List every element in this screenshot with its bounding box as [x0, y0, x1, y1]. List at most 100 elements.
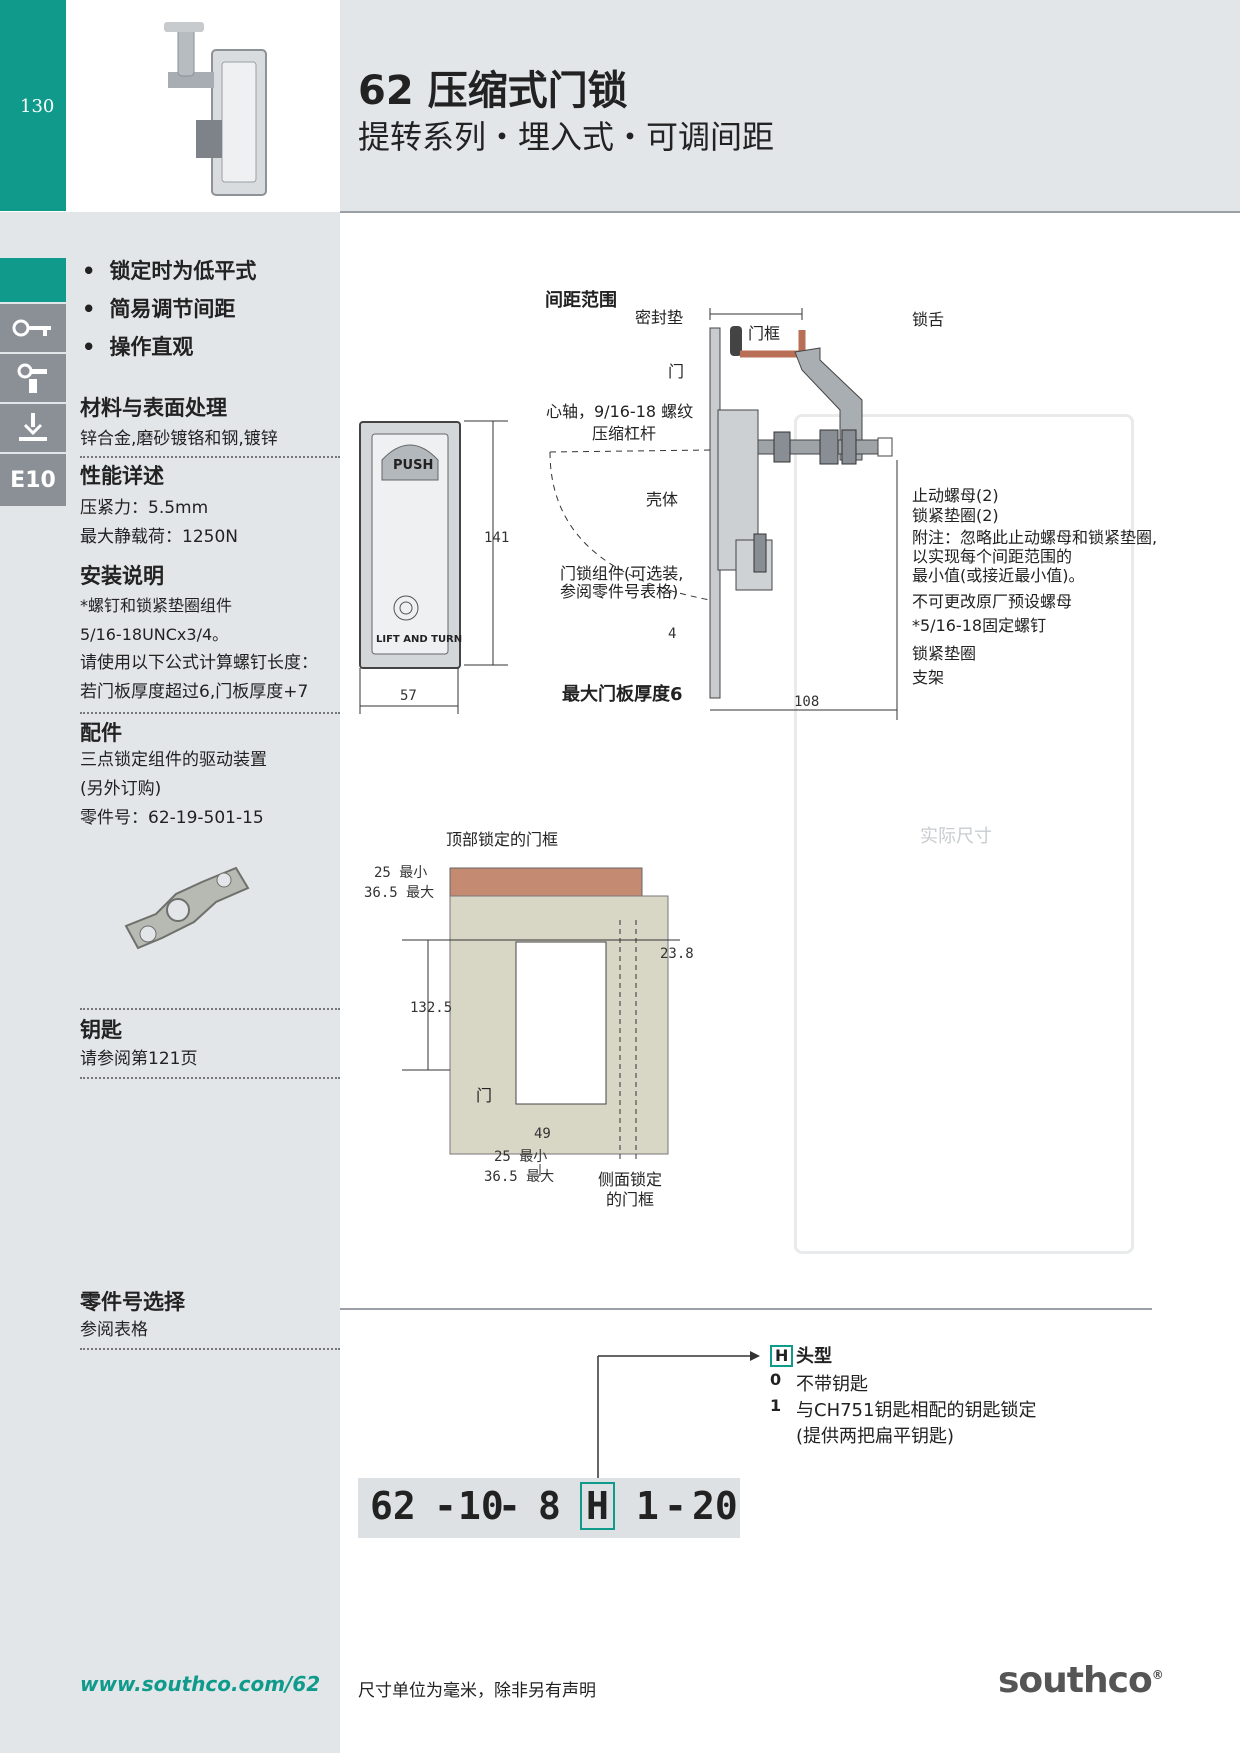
- option-text: 不带钥匙: [796, 1374, 868, 1395]
- section-rule: [340, 1308, 1152, 1310]
- accessory-heading: 配件: [80, 721, 122, 745]
- section-tabs: E10: [0, 304, 66, 508]
- feature-list: 锁定时为低平式 简易调节间距 操作直观: [82, 252, 256, 366]
- pn-separator: -: [434, 1484, 457, 1528]
- dim-4: 4: [668, 626, 677, 642]
- divider: [80, 456, 340, 458]
- divider: [80, 1077, 340, 1079]
- shaft-label: 心轴，9/16-18 螺纹: [546, 402, 694, 421]
- southco-logo: southco®: [998, 1660, 1164, 1701]
- key-icon: [0, 304, 66, 354]
- accessory-line: (另外订购): [80, 779, 162, 799]
- divider: [80, 1008, 340, 1010]
- bracket-accessory-image: [116, 848, 256, 962]
- side-frame-label: 侧面锁定: [598, 1170, 663, 1189]
- callout-connector: [590, 1346, 770, 1496]
- door-lock-assy-note: 参阅零件号表格): [560, 582, 679, 601]
- units-note: 尺寸单位为毫米，除非另有声明: [358, 1681, 596, 1701]
- pn-segment: 20: [692, 1484, 738, 1528]
- feature-item: 简易调节间距: [82, 290, 256, 328]
- key-text: 请参阅第121页: [80, 1049, 198, 1069]
- top-max-label: 36.5 最大: [364, 885, 435, 901]
- bottom-max-label: 36.5 最大: [484, 1169, 555, 1185]
- part-number-bar: 62 - 10 - 8 H 1 - 20: [358, 1478, 740, 1538]
- install-line: 若门板厚度超过6,门板厚度+7: [80, 682, 309, 702]
- note-line: 以实现每个间距范围的: [912, 547, 1073, 566]
- head-type-code: H: [770, 1345, 794, 1367]
- side-frame-label-2: 的门框: [606, 1190, 655, 1209]
- install-line: 5/16-18UNCx3/4。: [80, 625, 229, 644]
- actual-size-label: 实际尺寸: [920, 826, 992, 847]
- feature-item: 操作直观: [82, 328, 256, 366]
- pn-head-type-box: H: [580, 1482, 615, 1530]
- product-photo: [66, 0, 340, 211]
- door-frame-label: 门框: [748, 324, 781, 343]
- header-band: [340, 0, 1240, 213]
- performance-line: 压紧力：5.5mm: [80, 498, 209, 518]
- lift-turn-label: LIFT AND TURN: [376, 634, 463, 645]
- option-code: 0: [770, 1370, 782, 1389]
- feature-item: 锁定时为低平式: [82, 252, 256, 290]
- pn-separator: -: [498, 1484, 521, 1528]
- dim-108: 108: [794, 694, 820, 710]
- stop-nut-label: 止动螺母(2): [912, 486, 999, 505]
- tongue-label: 锁舌: [912, 310, 945, 329]
- performance-heading: 性能详述: [80, 464, 164, 488]
- divider: [80, 712, 340, 714]
- push-label: PUSH: [393, 458, 434, 473]
- lock-washer-2-label: 锁紧垫圈(2): [912, 506, 999, 525]
- dim-132-5: 132.5: [410, 1000, 453, 1016]
- pn-segment: 10: [458, 1484, 504, 1528]
- page-subtitle: 提转系列・埋入式・可调间距: [358, 118, 775, 156]
- page-number: 130: [20, 96, 55, 117]
- note-line: 最小值(或接近最小值)。: [912, 566, 1085, 585]
- housing-label: 壳体: [646, 490, 679, 509]
- performance-line: 最大静载荷：1250N: [80, 527, 238, 547]
- accessory-line: 三点锁定组件的驱动装置: [80, 750, 267, 770]
- material-heading: 材料与表面处理: [80, 396, 227, 420]
- section-tab-accent: [0, 258, 66, 302]
- front-view-drawing: [358, 420, 468, 674]
- website-link[interactable]: www.southco.com/62: [80, 1672, 321, 1696]
- divider: [80, 1348, 340, 1350]
- side-view-drawing: [540, 290, 940, 724]
- lever-label: 压缩杠杆: [592, 424, 657, 443]
- key-heading: 钥匙: [80, 1018, 122, 1042]
- head-type-title: 头型: [796, 1346, 832, 1367]
- front-dim-lines: [358, 418, 508, 722]
- logo-text: southco: [998, 1660, 1153, 1701]
- bottom-min-label: 25 最小: [494, 1149, 548, 1165]
- dim-23-8: 23.8: [660, 946, 694, 962]
- part-select-text: 参阅表格: [80, 1320, 148, 1340]
- option-code: 1: [770, 1396, 782, 1415]
- bracket-label: 支架: [912, 668, 945, 687]
- accessory-line: 零件号：62-19-501-15: [80, 808, 264, 828]
- option-text: 与CH751钥匙相配的钥匙锁定: [796, 1400, 1037, 1421]
- latch-icon: [0, 354, 66, 404]
- height-dimension: 141: [484, 530, 510, 546]
- option-note: (提供两把扁平钥匙): [796, 1426, 955, 1447]
- registered-mark: ®: [1151, 1668, 1164, 1682]
- top-frame-label: 顶部锁定的门框: [446, 830, 559, 849]
- factory-nut-label: 不可更改原厂预设螺母: [912, 592, 1073, 611]
- width-dimension: 57: [400, 688, 417, 704]
- page-title: 62 压缩式门锁: [358, 68, 628, 114]
- pn-separator: -: [664, 1484, 687, 1528]
- material-text: 锌合金,磨砂镀铬和钢,镀锌: [80, 429, 278, 449]
- install-heading: 安装说明: [80, 564, 164, 588]
- cutout-drawing: [390, 860, 690, 1184]
- page-number-tab: [0, 0, 66, 211]
- spacing-range-label: 间距范围: [545, 290, 617, 311]
- pn-segment: 1: [636, 1484, 659, 1528]
- actual-size-frame: [794, 414, 1134, 1254]
- fixed-screw-label: *5/16-18固定螺钉: [912, 616, 1047, 635]
- note-line: 附注：忽略此止动螺母和锁紧垫圈,: [912, 528, 1158, 547]
- install-line: *螺钉和锁紧垫圈组件: [80, 596, 233, 615]
- dim-49: 49: [534, 1126, 551, 1142]
- section-tab-e10[interactable]: E10: [0, 454, 66, 508]
- part-select-heading: 零件号选择: [80, 1290, 185, 1314]
- door-lock-assy-label: 门锁组件(可选装,: [560, 564, 684, 583]
- mount-icon: [0, 404, 66, 454]
- door-label: 门: [668, 362, 685, 381]
- lock-washer-label: 锁紧垫圈: [912, 644, 977, 663]
